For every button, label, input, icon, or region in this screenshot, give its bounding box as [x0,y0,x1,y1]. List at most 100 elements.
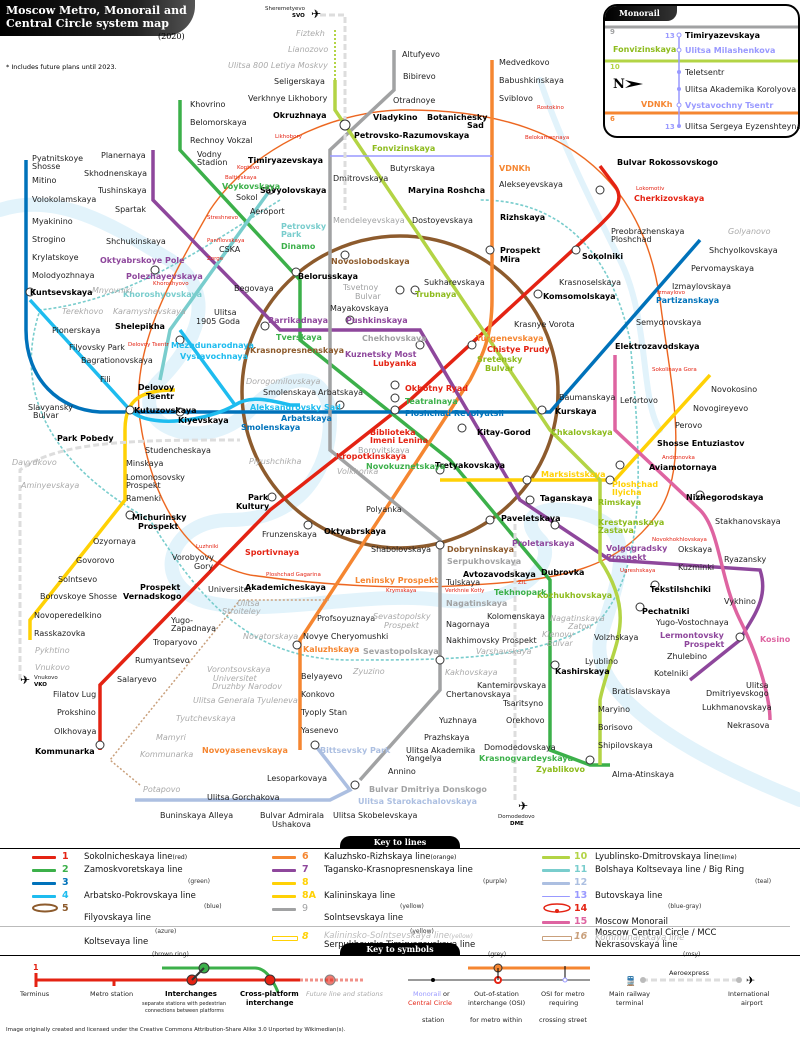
station-label[interactable]: Kitay-Gorod [477,428,531,437]
station-label[interactable]: Ploshchad [611,235,652,244]
station-label[interactable]: Lyublino [585,657,619,666]
station-label[interactable]: Pervomayskaya [691,264,755,273]
station-label[interactable]: Tsaritsyno [503,699,544,708]
station-label[interactable]: Okhotny Ryad [405,384,468,393]
station-label[interactable]: Terekhovo [62,307,104,316]
station-label[interactable]: Prospekt [384,621,419,630]
station-label[interactable]: Zapadnaya [171,624,217,633]
station-label[interactable]: Prokshino [57,708,96,717]
station-label[interactable]: Zyuzino [353,667,385,676]
station-label[interactable]: Ploshchad [612,480,659,489]
station-label[interactable]: Smolenskaya [263,388,317,397]
station-label[interactable]: ZIL [518,580,527,586]
station-label[interactable]: Konkovo [301,690,335,699]
station-label[interactable]: Ushakova [272,820,311,829]
station-label[interactable]: Lianozovo [288,45,329,54]
station-label[interactable]: Vykhino [724,597,756,606]
station-label[interactable]: CSKA [219,245,241,254]
station-label[interactable]: Krasnogvardeyskaya [479,754,573,763]
station-label[interactable]: Sokol [236,193,258,202]
station-label[interactable]: Potapovo [143,785,181,794]
station-label[interactable]: Rumyantsevo [135,656,190,665]
station-label[interactable]: Ozyornaya [93,537,136,546]
station-label[interactable]: Kuntsevskaya [30,288,93,297]
station-label[interactable]: Pechatniki [642,607,690,616]
station-label[interactable]: Tyutchevskaya [176,714,236,723]
station-label[interactable]: Druzhby Narodov [212,682,282,691]
station-label[interactable]: Molodyozhnaya [32,271,95,280]
station-label[interactable]: Prospekt [684,640,725,649]
station-label[interactable]: Nagatinskaya [446,599,508,608]
station-label[interactable]: Vorobyovy [172,553,214,562]
station-label[interactable]: Shipilovskaya [598,741,653,750]
station-label[interactable]: Borovitskaya [358,446,410,455]
station-label[interactable]: Volgogradsky [606,544,668,553]
station-label[interactable]: Savyolovskaya [260,186,327,195]
station-label[interactable]: Ploshchad Revolyutsii [405,409,504,418]
station-label[interactable]: Teatralnaya [405,397,458,406]
station-label[interactable]: Mitino [32,176,57,185]
station-label[interactable]: Polyanka [366,505,402,514]
station-label[interactable]: Park [281,230,302,239]
station-label[interactable]: Sretensky [477,355,523,364]
station-label[interactable]: Ulitsa Akademika [406,746,476,755]
station-label[interactable]: Domodedovskaya [484,743,556,752]
station-label[interactable]: Lubyanka [373,359,417,368]
station-label[interactable]: Komsomolskaya [543,292,616,301]
station-label[interactable]: Oktyabrskaya [324,527,387,536]
station-label[interactable]: Sukharevskaya [424,278,485,287]
station-label[interactable]: Seligerskaya [274,77,325,86]
station-label[interactable]: Volkhonka [337,467,379,476]
station-label[interactable]: Pushkinskaya [346,316,408,325]
station-label[interactable]: Kashirskaya [555,667,610,676]
station-label[interactable]: Yasenevo [301,726,339,735]
station-label[interactable]: Bagrationovskaya [81,356,153,365]
station-label[interactable]: Zaton [568,622,592,631]
station-label[interactable]: Studencheskaya [145,446,211,455]
station-label[interactable]: Vnukovo [35,663,70,672]
station-label[interactable]: Borovskoye Shosse [40,592,118,601]
station-label[interactable]: Karamyshevskaya [113,307,186,316]
station-label[interactable]: Partizanskaya [656,296,720,305]
station-label[interactable]: Belyayevo [301,672,343,681]
station-label[interactable]: Zhulebino [667,652,708,661]
station-label[interactable]: Dostoyevskaya [412,216,473,225]
station-label[interactable]: Kakhovskaya [445,668,498,677]
station-label[interactable]: Babushkinskaya [499,76,564,85]
station-label[interactable]: Buninskaya Alleya [160,811,234,820]
station-label[interactable]: Lefortovo [620,396,658,405]
station-label[interactable]: Tulskaya [446,578,481,587]
station-label[interactable]: Rizhskaya [500,213,546,222]
station-label[interactable]: Kosino [760,635,791,644]
station-label[interactable]: Turgenevskaya [476,334,544,343]
station-label[interactable]: Bulvar [33,411,59,420]
station-label[interactable]: Vystavochnaya [180,352,248,361]
station-label[interactable]: Tekstilshchiki [650,585,711,594]
station-label[interactable]: Nizhegorodskaya [686,493,764,502]
station-label[interactable]: Oktyabrskoye Pole [100,256,185,265]
station-label[interactable]: Ulitsa [237,599,260,608]
station-label[interactable]: Izmaylovo [657,290,686,296]
station-label[interactable]: Tsvetnoy [343,283,379,292]
station-label[interactable]: Lokomotiv [636,186,665,192]
station-label[interactable]: Planernaya [101,151,146,160]
station-label[interactable]: Medvedkovo [499,58,550,67]
station-label[interactable]: Yugo-Vostochnaya [656,618,729,627]
station-label[interactable]: Prospekt [138,522,179,531]
station-label[interactable]: Park [248,493,269,502]
station-label[interactable]: Pyatnitskoye [32,154,84,163]
station-label[interactable]: Dubrovka [541,568,585,577]
station-label[interactable]: Novye Cheryomushki [303,632,389,641]
station-label[interactable]: Dinamo [281,242,316,251]
station-label[interactable]: Koptevo [237,165,260,171]
station-label[interactable]: Ulitsa [214,308,237,317]
station-label[interactable]: Krasnopresnenskaya [250,346,345,355]
station-label[interactable]: Ulitsa Gorchakova [207,793,280,802]
station-label[interactable]: Govorovo [76,556,115,565]
station-label[interactable]: Ulitsa Starokachalovskaya [358,797,478,806]
station-label[interactable]: Universitet [213,674,257,683]
station-label[interactable]: Bulvar [355,292,381,301]
station-label[interactable]: Krylatskoye [32,253,79,262]
station-label[interactable]: Chekhovskaya [362,334,427,343]
station-label[interactable]: Tyoply Stan [301,708,348,717]
